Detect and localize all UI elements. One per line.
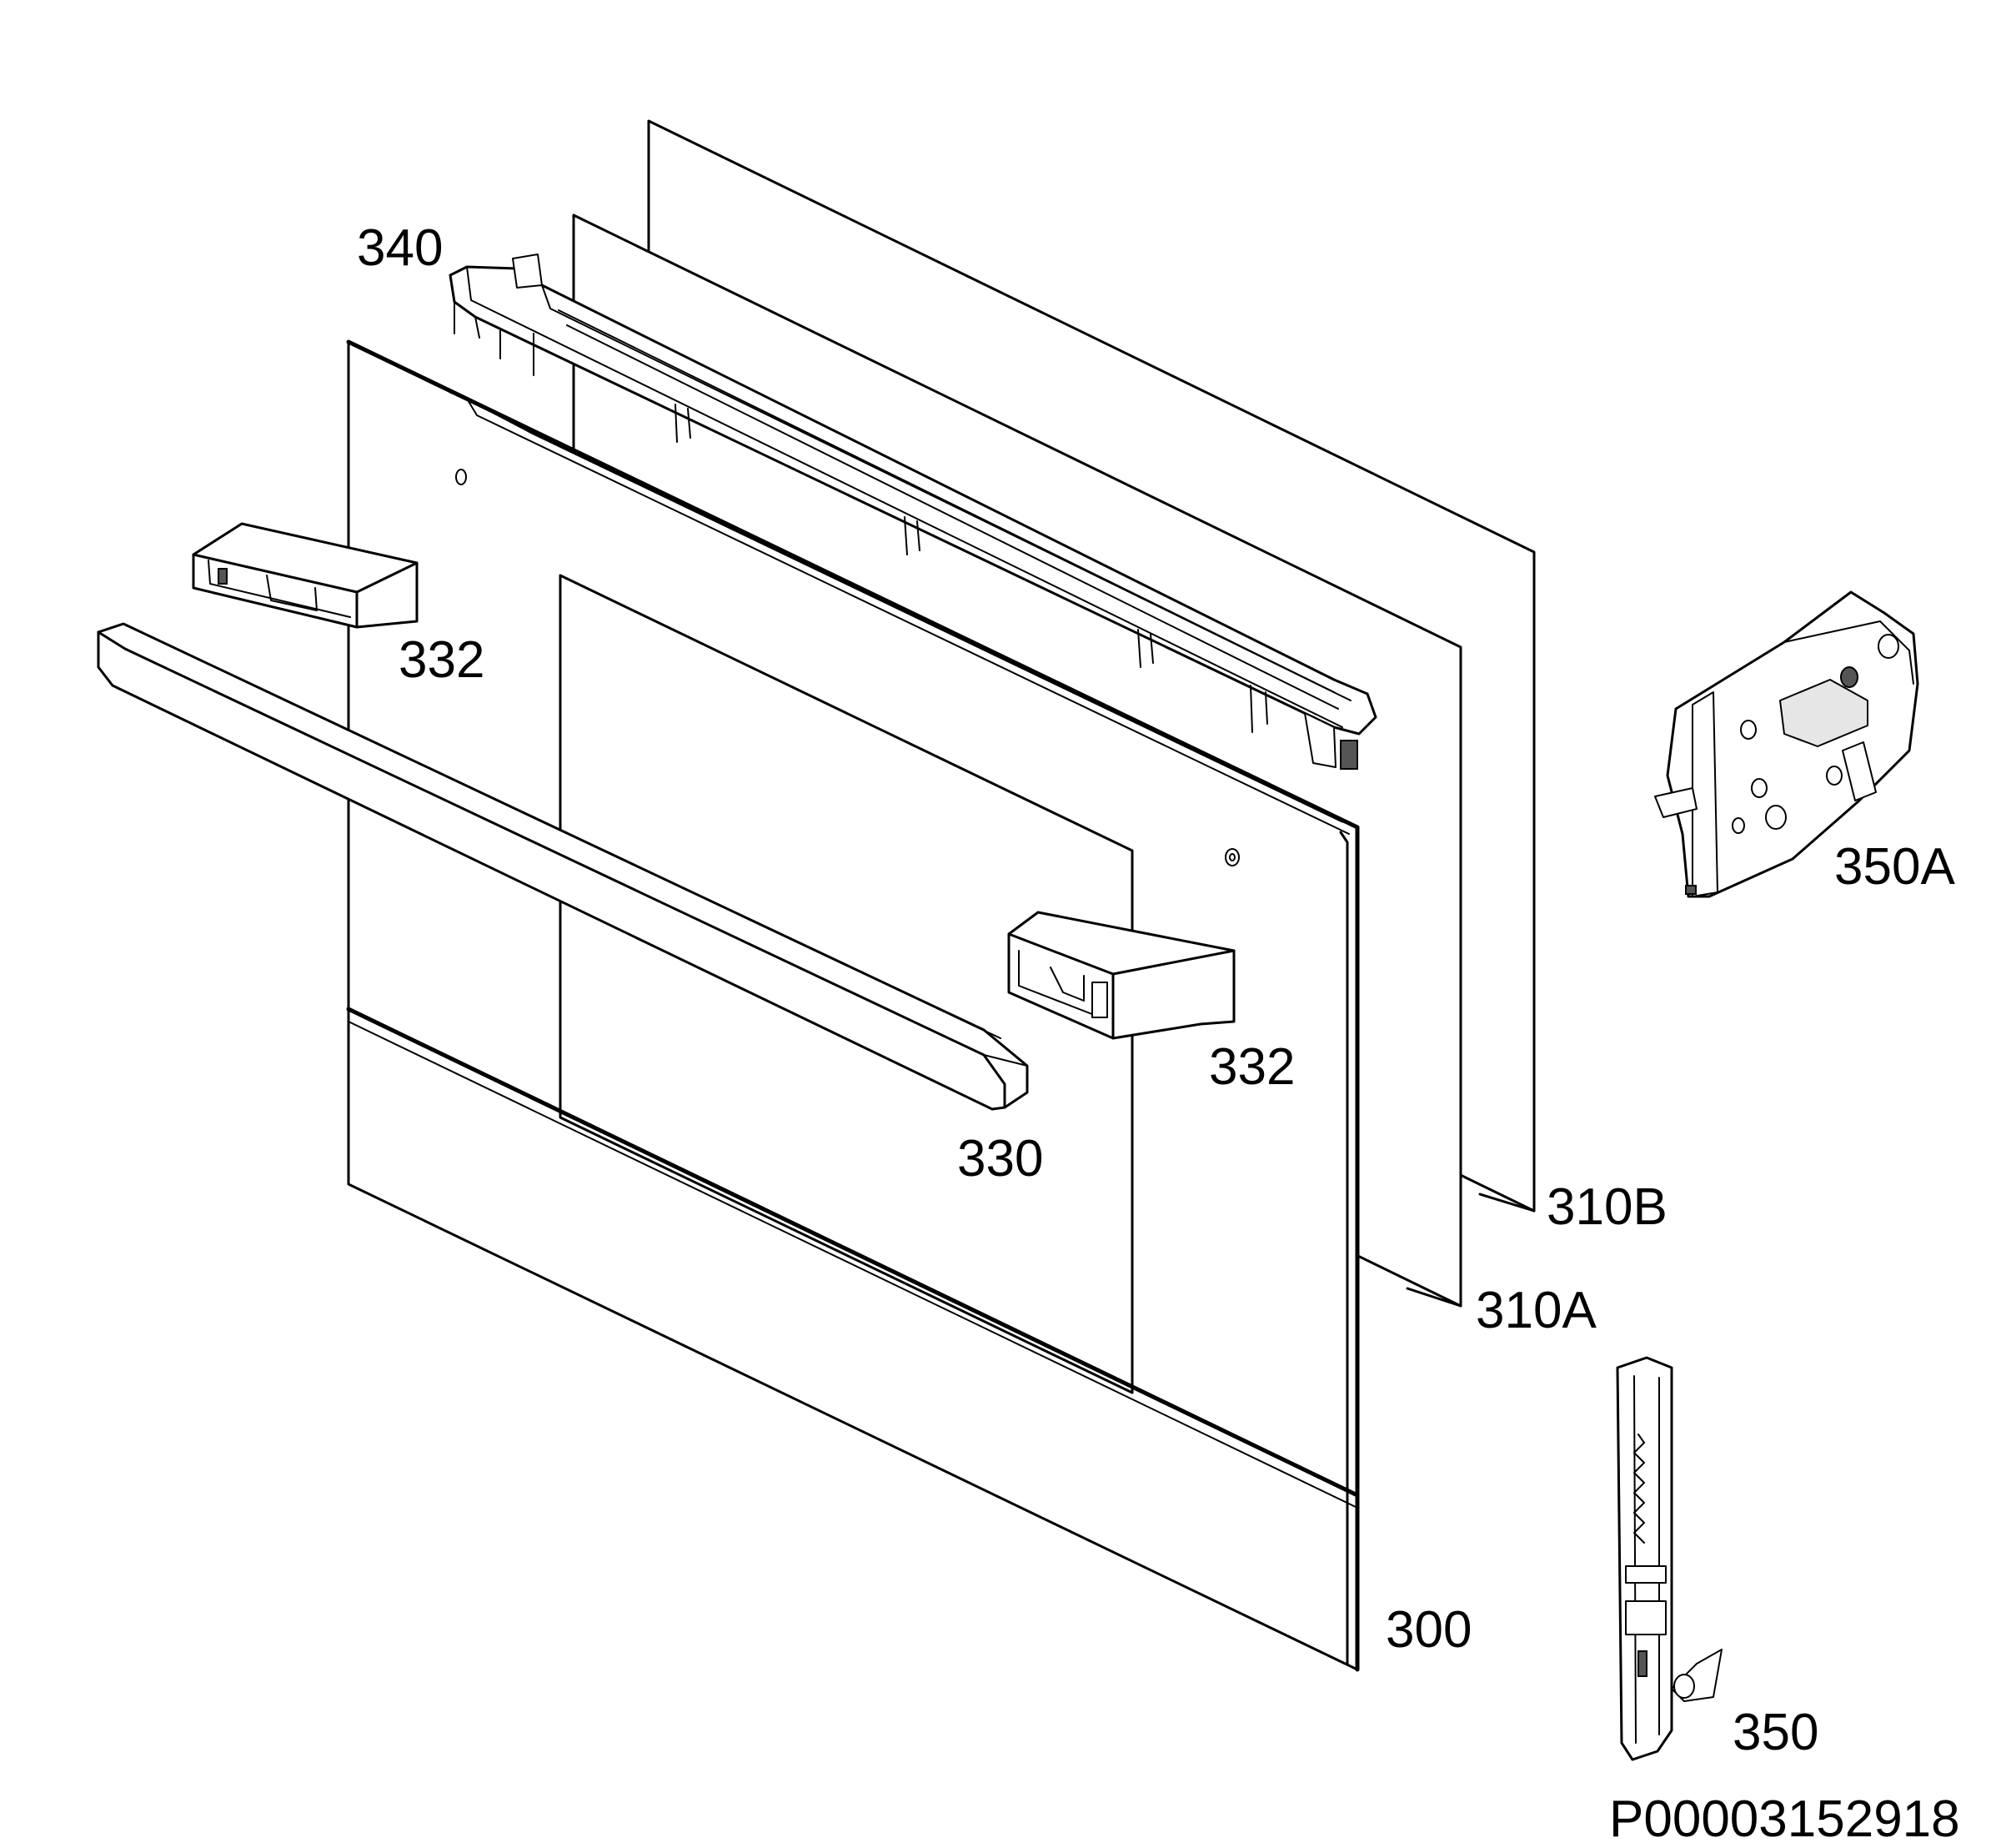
handle-bracket-332-right: [1007, 911, 1236, 1040]
callout-300: 300: [1386, 1601, 1472, 1659]
top-profile-340: [449, 254, 1377, 770]
handle-bracket-332-left: [192, 522, 419, 629]
callout-350a: 350A: [1834, 838, 1955, 896]
drawing-id: P00003152918: [1609, 1790, 1960, 1848]
callout-310a: 310A: [1476, 1282, 1597, 1339]
callout-310b: 310B: [1547, 1178, 1668, 1236]
callout-332-left: 332: [399, 631, 484, 689]
hinge-350a: [1654, 590, 1919, 898]
callout-330: 330: [957, 1130, 1043, 1188]
callout-340: 340: [357, 219, 443, 277]
callout-350: 350: [1733, 1704, 1818, 1761]
callout-332-right: 332: [1209, 1038, 1295, 1096]
hinge-receiver-350: [1616, 1356, 1723, 1761]
door-handle-330: [97, 622, 1029, 1111]
leader-lines: [1406, 1193, 1536, 1308]
